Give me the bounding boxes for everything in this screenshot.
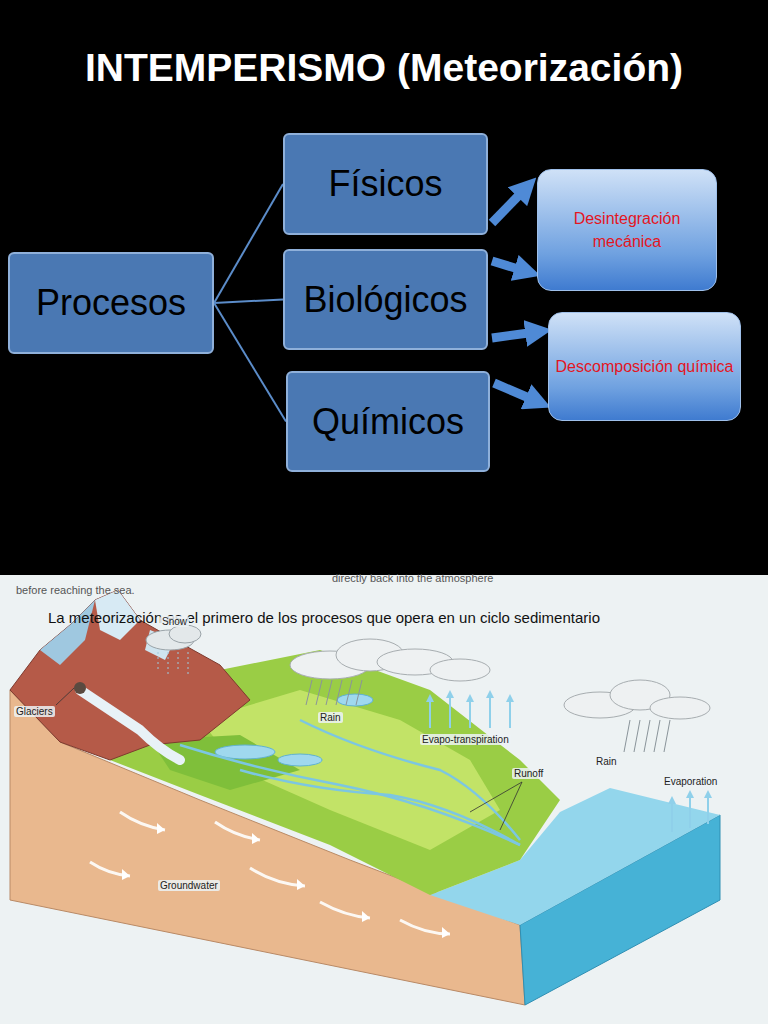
node-text-stack: Desintegración mecánica xyxy=(538,207,716,253)
process-box: Procesos xyxy=(8,252,214,354)
node-text: Descomposición química xyxy=(550,355,740,378)
process-box: Físicos xyxy=(283,133,488,235)
node-text: Biológicos xyxy=(297,279,473,321)
illustration-label: before reaching the sea. xyxy=(14,584,137,596)
node-text: Desintegración mecánica xyxy=(538,207,716,253)
node-text-stack: Físicos xyxy=(322,163,448,205)
illustration-label: Groundwater xyxy=(158,880,220,891)
node-text: Químicos xyxy=(306,401,470,443)
slide-title: INTEMPERISMO (Meteorización) xyxy=(0,46,768,90)
result-box: Descomposición química xyxy=(548,312,741,421)
node-text-stack: Químicos xyxy=(306,401,470,443)
process-box: Biológicos xyxy=(283,249,488,350)
node-text: Procesos xyxy=(30,282,192,324)
branch-line xyxy=(214,303,286,422)
illustration-caption: La meteorización es el primero de los pr… xyxy=(48,609,600,626)
sedimentary-cycle-illustration xyxy=(0,575,768,1024)
illustration-label: Glaciers xyxy=(14,706,55,717)
result-arrow xyxy=(492,261,525,271)
branch-line xyxy=(214,300,283,304)
result-arrow xyxy=(494,383,536,401)
node-text-stack: Biológicos xyxy=(297,279,473,321)
result-arrow xyxy=(492,189,525,223)
illustration-label: Evaporation xyxy=(662,776,719,787)
node-text-stack: Descomposición química xyxy=(550,355,740,378)
illustration-label: Rain xyxy=(318,712,343,723)
illustration-label: Runoff xyxy=(512,768,545,779)
node-text: Físicos xyxy=(322,163,448,205)
illustration-label: Snow xyxy=(160,616,189,627)
result-box: Desintegración mecánica xyxy=(537,169,717,291)
process-box: Químicos xyxy=(286,371,490,472)
illustration-label: Evapo-transpiration xyxy=(420,734,511,745)
illustration-label: Rain xyxy=(594,756,619,767)
illustration-label: directly back into the atmosphere xyxy=(330,572,495,584)
result-arrow xyxy=(492,332,536,338)
node-text-stack: Procesos xyxy=(30,282,192,324)
branch-line xyxy=(214,184,283,303)
